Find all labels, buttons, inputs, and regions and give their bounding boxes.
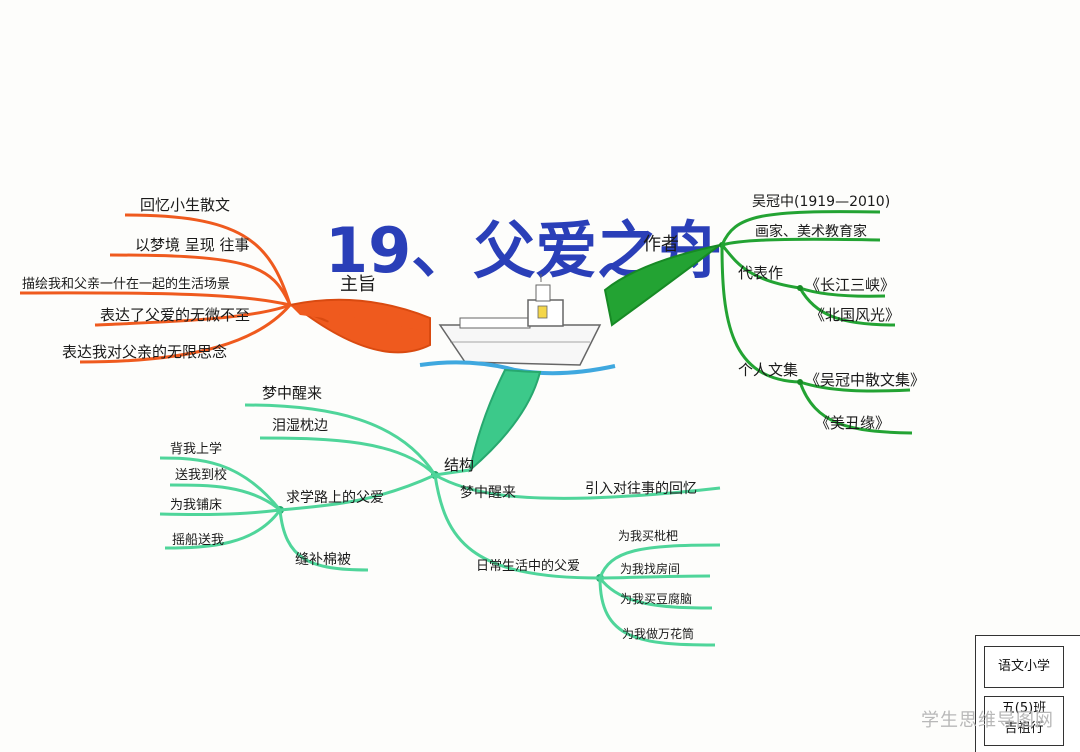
daily-life-item-1: 为我买枇杷 xyxy=(618,528,678,543)
author-work-2: 《北国风光》 xyxy=(810,306,900,324)
structure-dream-wake: 梦中醒来 xyxy=(460,485,516,501)
stamp-class: 五(5)班 xyxy=(1001,701,1047,716)
daily-life-item-2: 为我找房间 xyxy=(620,561,680,576)
school-road-item-5: 缝补棉被 xyxy=(295,551,351,568)
stamp-name: 吉祖行 xyxy=(1004,721,1044,736)
school-road-item-2: 送我到校 xyxy=(175,467,227,483)
structure-daily-life-label: 日常生活中的父爱 xyxy=(476,558,580,574)
structure-dream-start-detail: 泪湿枕边 xyxy=(272,418,328,434)
daily-life-item-3: 为我买豆腐脑 xyxy=(620,591,692,606)
structure-school-road-label: 求学路上的父爱 xyxy=(286,490,384,506)
author-work-1: 《长江三峡》 xyxy=(805,276,895,294)
structure-branch-lines xyxy=(159,403,721,647)
author-collection-1: 《吴冠中散文集》 xyxy=(805,371,925,389)
purpose-branch: 主旨 回忆小生散文 以梦境 呈现 往事 描绘我和父亲一什在一起的生活场景 表达了… xyxy=(19,196,431,364)
author-branch-label: 作者 xyxy=(643,234,679,255)
author-collection-2: 《美丑缘》 xyxy=(815,414,890,432)
stamp-school: 语文小学 xyxy=(984,646,1064,688)
purpose-item-3: 描绘我和父亲一什在一起的生活场景 xyxy=(22,276,230,292)
daily-life-item-4: 为我做万花筒 xyxy=(622,626,694,641)
structure-branch-label: 结构 xyxy=(444,456,474,474)
author-name: 吴冠中(1919—2010) xyxy=(752,194,890,210)
author-branch: 作者 吴冠中(1919—2010) 画家、美术教育家 代表作 《长江三峡》 《北… xyxy=(603,194,925,435)
watermark: 学生思维导图网 xyxy=(921,710,1054,731)
structure-branch-trunk xyxy=(468,368,542,473)
purpose-branch-label: 主旨 xyxy=(340,274,376,295)
author-collection-label: 个人文集 xyxy=(738,361,798,379)
purpose-item-4: 表达了父爱的无微不至 xyxy=(100,306,250,324)
author-profession: 画家、美术教育家 xyxy=(755,223,867,240)
author-works-label: 代表作 xyxy=(738,264,783,282)
purpose-item-5: 表达我对父亲的无限思念 xyxy=(62,343,227,361)
structure-dream-start: 梦中醒来 xyxy=(262,384,322,402)
purpose-item-2: 以梦境 呈现 往事 xyxy=(135,236,250,254)
purpose-item-1: 回忆小生散文 xyxy=(140,196,230,214)
author-branch-lines xyxy=(720,210,913,435)
stamp-student-box: 五(5)班 吉祖行 xyxy=(984,696,1064,746)
school-road-item-1: 背我上学 xyxy=(170,441,222,457)
purpose-branch-lines xyxy=(19,213,292,364)
purpose-branch-trunk-fill xyxy=(290,305,420,330)
boat-illustration xyxy=(419,274,616,376)
school-road-item-4: 摇船送我 xyxy=(172,533,224,548)
purpose-branch-trunk xyxy=(286,298,431,354)
structure-branch: 结构 梦中醒来 泪湿枕边 梦中醒来 引入对往事的回忆 求学路上的父爱 背我上学 … xyxy=(159,368,721,647)
structure-dream-wake-detail: 引入对往事的回忆 xyxy=(585,481,697,497)
student-info-stamp: 语文小学 五(5)班 吉祖行 xyxy=(975,635,1080,752)
school-road-item-3: 为我铺床 xyxy=(170,498,222,513)
